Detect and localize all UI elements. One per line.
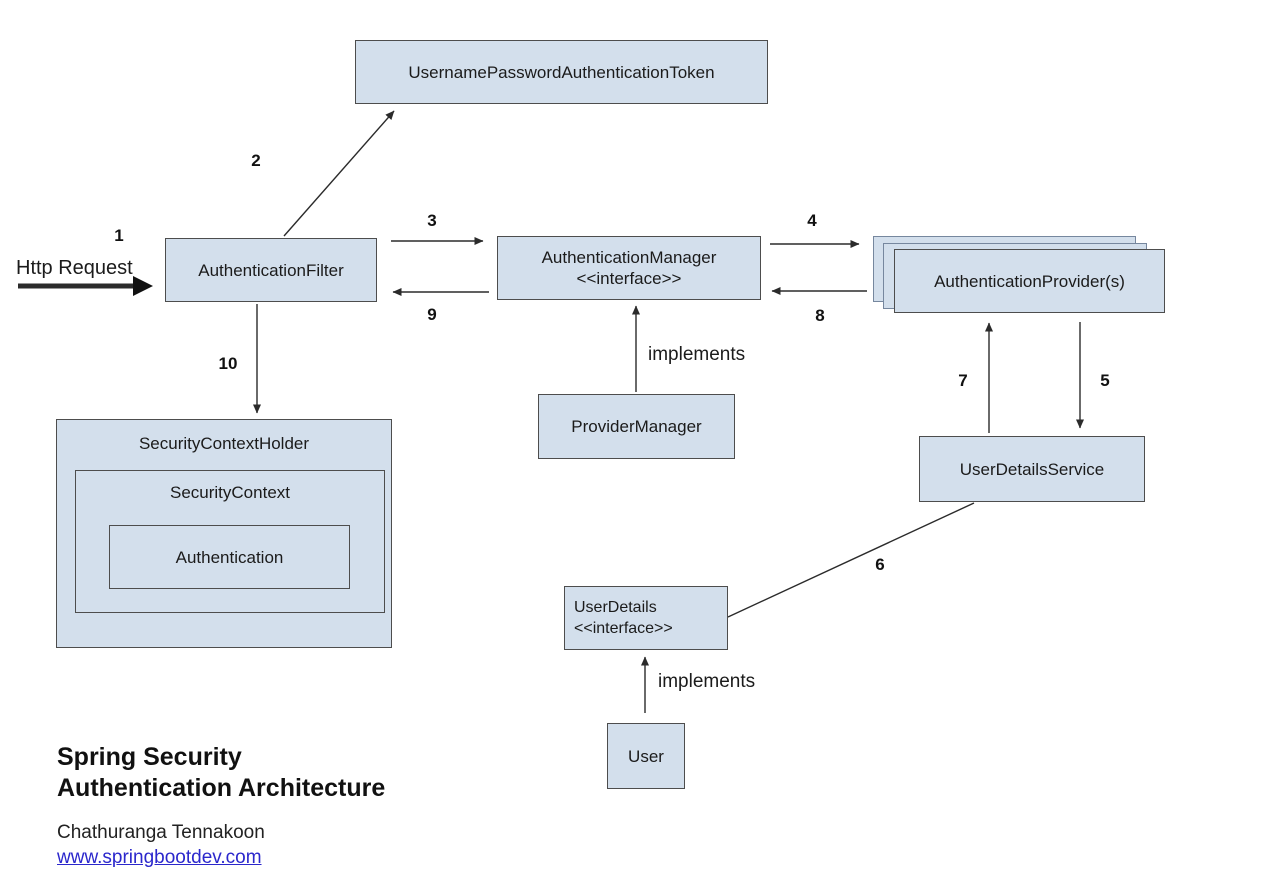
- node-user-details-stereotype: <<interface>>: [574, 620, 673, 637]
- edge-label-7: 7: [958, 371, 968, 390]
- implements-label-bottom: implements: [658, 671, 756, 692]
- node-authentication: Authentication: [109, 525, 350, 589]
- diagram-title-line2: Authentication Architecture: [57, 774, 386, 802]
- line-6: [727, 502, 975, 618]
- node-authentication-label: Authentication: [175, 547, 284, 567]
- edge-label-6: 6: [875, 555, 885, 574]
- node-username-password-authentication-token-label: UsernamePasswordAuthenticationToken: [408, 62, 715, 82]
- node-authentication-manager-label: AuthenticationManager: [541, 248, 717, 267]
- edge-label-1: 1: [114, 226, 124, 245]
- node-authentication-providers-label: AuthenticationProvider(s): [934, 271, 1125, 291]
- node-user-label: User: [628, 746, 664, 766]
- diagram-title-line1: Spring Security: [57, 743, 242, 771]
- node-provider-manager-label: ProviderManager: [571, 417, 702, 436]
- node-authentication-manager: AuthenticationManager <<interface>>: [497, 236, 761, 300]
- arrow-1-http-request-head: [133, 276, 153, 296]
- node-user-details-service-label: UserDetailsService: [959, 459, 1105, 479]
- edge-label-9: 9: [427, 305, 437, 324]
- node-user: User: [607, 723, 685, 789]
- node-user-details: UserDetails <<interface>>: [564, 586, 728, 650]
- node-authentication-manager-stereotype: <<interface>>: [576, 269, 682, 288]
- node-authentication-providers: AuthenticationProvider(s): [894, 249, 1165, 313]
- node-provider-manager: ProviderManager: [538, 394, 735, 459]
- edge-label-8: 8: [815, 306, 825, 325]
- node-authentication-filter: AuthenticationFilter: [165, 238, 377, 302]
- edge-label-2: 2: [251, 151, 261, 170]
- edge-label-3: 3: [427, 211, 437, 230]
- node-username-password-authentication-token: UsernamePasswordAuthenticationToken: [355, 40, 768, 104]
- node-security-context-label: SecurityContext: [170, 483, 290, 502]
- http-request-label: Http Request: [16, 257, 133, 279]
- implements-label-top: implements: [648, 344, 746, 365]
- author-name: Chathuranga Tennakoon: [57, 822, 265, 843]
- edge-label-5: 5: [1100, 371, 1110, 390]
- edge-label-10: 10: [218, 354, 238, 373]
- node-user-details-label: UserDetails: [574, 599, 657, 616]
- website-link[interactable]: www.springbootdev.com: [57, 847, 262, 868]
- arrow-2: [283, 110, 395, 237]
- diagram-title: Spring Security Authentication Architect…: [57, 742, 385, 804]
- edge-label-4: 4: [807, 211, 817, 230]
- node-authentication-filter-label: AuthenticationFilter: [198, 260, 344, 280]
- node-user-details-service: UserDetailsService: [919, 436, 1145, 502]
- node-security-context-holder-label: SecurityContextHolder: [138, 434, 310, 453]
